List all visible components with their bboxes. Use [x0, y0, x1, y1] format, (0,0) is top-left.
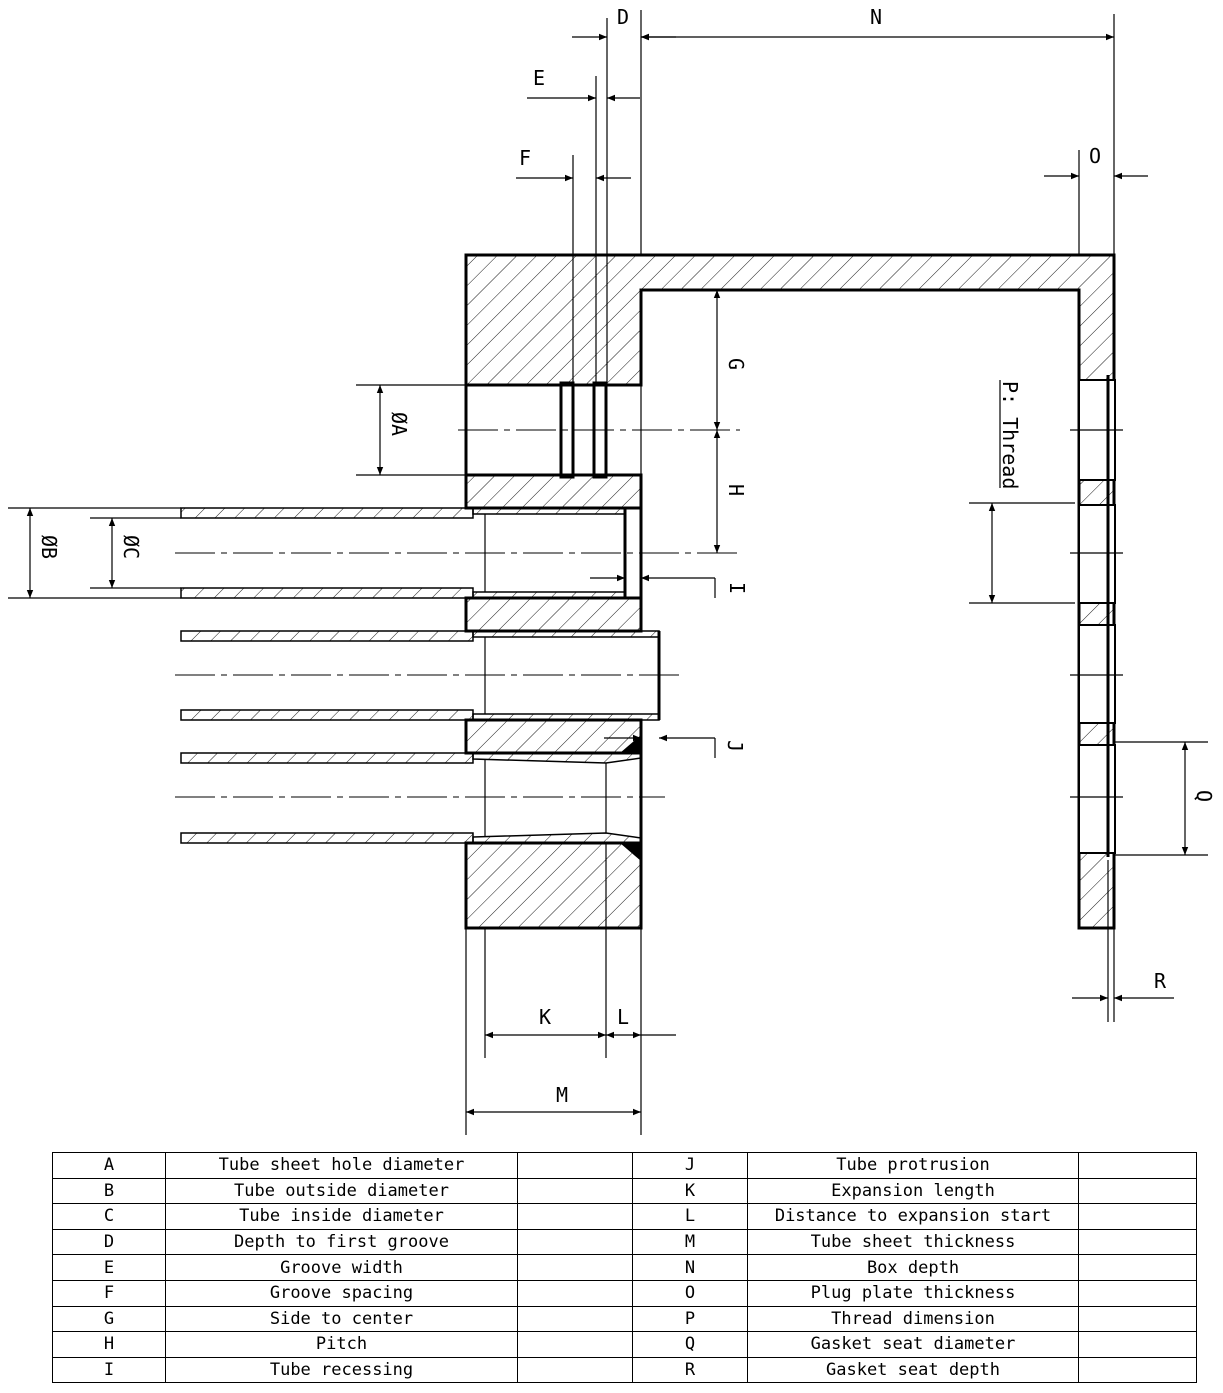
- legend-value-right[interactable]: [1078, 1203, 1197, 1230]
- label-h: H: [724, 484, 748, 496]
- label-j: J: [723, 740, 747, 752]
- label-l: L: [617, 1005, 629, 1029]
- legend-code-left: E: [52, 1254, 166, 1281]
- legend-desc-right: Expansion length: [747, 1177, 1079, 1205]
- tube-flush: [180, 735, 643, 861]
- legend-value-right[interactable]: [1078, 1152, 1197, 1179]
- legend-value-right[interactable]: [1078, 1279, 1197, 1307]
- label-n: N: [870, 5, 882, 29]
- label-a: ØA: [387, 412, 411, 436]
- legend-desc-right: Gasket seat depth: [747, 1356, 1079, 1384]
- legend-desc-right: Tube protrusion: [747, 1152, 1079, 1179]
- legend-desc-left: Pitch: [165, 1331, 518, 1358]
- label-m: M: [556, 1083, 568, 1107]
- legend-code-right: L: [632, 1203, 748, 1230]
- legend-value-left[interactable]: [517, 1331, 633, 1358]
- legend-code-left: B: [52, 1177, 166, 1205]
- legend-desc-left: Groove spacing: [165, 1279, 518, 1307]
- legend-desc-right: Distance to expansion start: [747, 1203, 1079, 1230]
- legend-code-right: R: [632, 1356, 748, 1384]
- label-q: Q: [1192, 790, 1216, 802]
- legend-desc-right: Thread dimension: [747, 1305, 1079, 1333]
- tube-recessed: [180, 507, 643, 599]
- label-c: ØC: [119, 535, 143, 559]
- legend-value-right[interactable]: [1078, 1331, 1197, 1358]
- legend-code-right: N: [632, 1254, 748, 1281]
- legend-code-right: O: [632, 1279, 748, 1307]
- legend-code-right: P: [632, 1305, 748, 1333]
- legend-value-left[interactable]: [517, 1228, 633, 1256]
- legend-desc-right: Box depth: [747, 1254, 1079, 1281]
- legend-code-left: F: [52, 1279, 166, 1307]
- legend-code-left: D: [52, 1228, 166, 1256]
- legend-value-right[interactable]: [1078, 1356, 1197, 1384]
- legend-value-right[interactable]: [1078, 1305, 1197, 1333]
- legend-code-left: I: [52, 1356, 166, 1384]
- legend-code-left: A: [52, 1152, 166, 1179]
- label-g: G: [724, 358, 748, 370]
- label-b: ØB: [37, 535, 61, 559]
- legend-value-right[interactable]: [1078, 1228, 1197, 1256]
- legend-desc-right: Plug plate thickness: [747, 1279, 1079, 1307]
- legend-value-left[interactable]: [517, 1254, 633, 1281]
- extension-lines: [8, 10, 1208, 1135]
- dimension-lines: [26, 33, 1189, 1116]
- legend-desc-left: Depth to first groove: [165, 1228, 518, 1256]
- label-o: O: [1089, 144, 1101, 168]
- legend-desc-right: Gasket seat diameter: [747, 1331, 1079, 1358]
- legend-code-left: H: [52, 1331, 166, 1358]
- legend-code-right: J: [632, 1152, 748, 1179]
- legend-desc-right: Tube sheet thickness: [747, 1228, 1079, 1256]
- legend-value-right[interactable]: [1078, 1254, 1197, 1281]
- legend-code-left: C: [52, 1203, 166, 1230]
- label-f: F: [519, 146, 531, 170]
- legend-value-left[interactable]: [517, 1356, 633, 1384]
- legend-desc-left: Tube sheet hole diameter: [165, 1152, 518, 1179]
- label-d: D: [617, 5, 629, 29]
- label-e: E: [533, 66, 545, 90]
- legend-desc-left: Side to center: [165, 1305, 518, 1333]
- label-r: R: [1154, 969, 1167, 993]
- label-k: K: [539, 1005, 551, 1029]
- legend-desc-left: Tube inside diameter: [165, 1203, 518, 1230]
- legend-desc-left: Tube recessing: [165, 1356, 518, 1384]
- legend-value-left[interactable]: [517, 1305, 633, 1333]
- legend-value-left[interactable]: [517, 1279, 633, 1307]
- legend-value-right[interactable]: [1078, 1177, 1197, 1205]
- legend-value-left[interactable]: [517, 1203, 633, 1230]
- legend-code-right: M: [632, 1228, 748, 1256]
- legend-code-left: G: [52, 1305, 166, 1333]
- legend-code-right: K: [632, 1177, 748, 1205]
- label-i: I: [725, 582, 749, 594]
- legend-code-right: Q: [632, 1331, 748, 1358]
- legend-desc-left: Groove width: [165, 1254, 518, 1281]
- center-lines: [175, 429, 740, 798]
- tube-sheet-drawing: D N E F O G H ØA ØB ØC I J P: Thread Q R…: [8, 5, 1216, 1135]
- dimension-labels: D N E F O G H ØA ØB ØC I J P: Thread Q R…: [37, 5, 1216, 1107]
- label-p: P: Thread: [998, 381, 1022, 489]
- plug-plate-holes: [1070, 375, 1123, 857]
- tube-protruding: [180, 630, 661, 721]
- legend-value-left[interactable]: [517, 1177, 633, 1205]
- legend-value-left[interactable]: [517, 1152, 633, 1179]
- legend-desc-left: Tube outside diameter: [165, 1177, 518, 1205]
